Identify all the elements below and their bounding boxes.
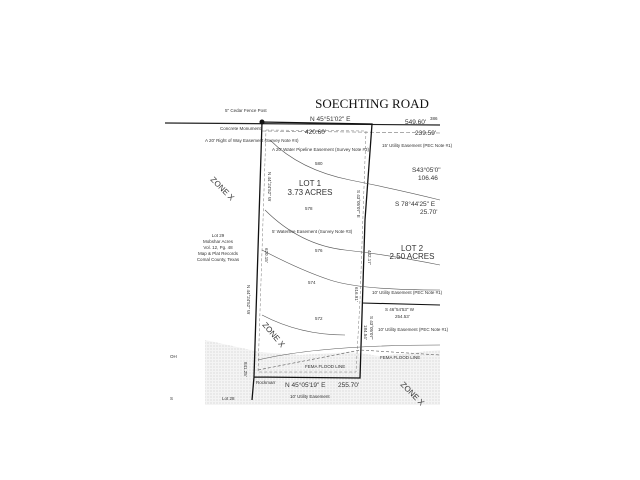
bearing-right-mid: S 78°44'25" E: [395, 200, 436, 208]
bearing-lot2-bottom: S 46°54'53" W: [385, 307, 415, 312]
dist-lot-right2: 432.17': [367, 250, 372, 265]
dist-right-mid: 25.70': [420, 209, 438, 216]
road-edge: [261, 130, 441, 134]
contour-label: 580: [315, 161, 323, 166]
note-utility15: 15' Utility Easement (PEC Note #1): [382, 143, 453, 148]
road-arrow-label: 386: [430, 116, 438, 121]
road-line: [164, 122, 441, 126]
dist-bottom: 255.70': [338, 382, 359, 389]
bearing-lower-right: S 43°05'07": [369, 316, 374, 340]
note-utility10a: 10' Utility Easement (PEC Note #1): [372, 290, 443, 295]
note-rockmarr: Rockmarr: [256, 380, 276, 385]
contour-label: 578: [305, 206, 313, 211]
lot2-name: LOT 2: [401, 244, 424, 253]
dist-left2: 620.15': [264, 248, 269, 263]
fence-post-marker: [259, 119, 265, 125]
dist-top-right: 239.59': [415, 130, 436, 137]
contour-label: 574: [308, 280, 316, 285]
dist-top: 549.60': [405, 119, 426, 126]
bearing-left-upper: N 44°24'52" W: [267, 172, 272, 202]
zone-label: ZONE X: [209, 175, 237, 203]
contour-label: 576: [315, 248, 323, 253]
note-utility10c: 10' Utility Easement: [290, 394, 330, 399]
dist-top-lot: 420.60': [305, 129, 326, 136]
bearing-top: N 45°51'02" E: [310, 115, 351, 123]
lot29-desc: Mobshar Acres: [203, 239, 234, 244]
edge-label: OH: [170, 354, 177, 359]
road-name: SOECHTING ROAD: [315, 96, 429, 111]
lot29-desc: Comal County, Texas: [197, 257, 240, 262]
lot1-boundary: [251, 121, 373, 401]
lot1-acres: 3.73 ACRES: [288, 188, 333, 197]
lot1-name: LOT 1: [299, 179, 322, 188]
note-fence-post: 5" Cedar Fence Post: [225, 108, 267, 113]
edge-label: S: [170, 396, 173, 401]
lot2-acres: 2.50 ACRES: [390, 252, 435, 261]
note-flood2: FEMA FLOOD LINE: [380, 355, 420, 360]
note-waterline: A 20' Water Pipeline Easement (Survey No…: [272, 147, 369, 152]
note-waterline5: 5' Waterline Easement (Survey Note #3): [272, 229, 353, 234]
flood-zone-shading: [205, 340, 440, 405]
bearing-lot-right: S 43°05'07" E: [356, 190, 361, 218]
contour-label: 572: [315, 316, 323, 321]
lot29-desc: Map & Plat Records: [198, 251, 239, 256]
note-row-easement: A 20' Right of Way Easement (Survey Note…: [205, 138, 299, 143]
bearing-left: N 44°24'52" W: [246, 285, 251, 315]
dist-lower-right: 184.54': [363, 325, 368, 340]
note-utility10b: 10' Utility Easement (PEC Note #1): [378, 327, 449, 332]
bearing-bottom: N 45°05'19" E: [285, 381, 326, 389]
dist-left: 841.25': [243, 362, 248, 377]
note-concrete-monument: Concrete Monument: [220, 126, 262, 131]
lot29-desc: Vol. 12, Pg. 48: [203, 245, 233, 250]
bearing-right-upper: S43°05'0": [412, 166, 441, 174]
lot29-label: Lot 29: [212, 233, 225, 238]
contour-lines: [257, 139, 441, 371]
dist-lot-right: 616.91': [354, 287, 359, 302]
note-flood1: FEMA FLOOD LINE: [305, 364, 345, 369]
lot28-label: Lot 28: [222, 396, 235, 401]
dist-right-upper: 106.46: [418, 175, 438, 182]
lot2-boundary: [361, 302, 441, 306]
zone-label: ZONE X: [260, 321, 286, 350]
dist-lot2-bottom: 254.53': [395, 314, 410, 319]
lot1-easement-line: [257, 129, 367, 373]
